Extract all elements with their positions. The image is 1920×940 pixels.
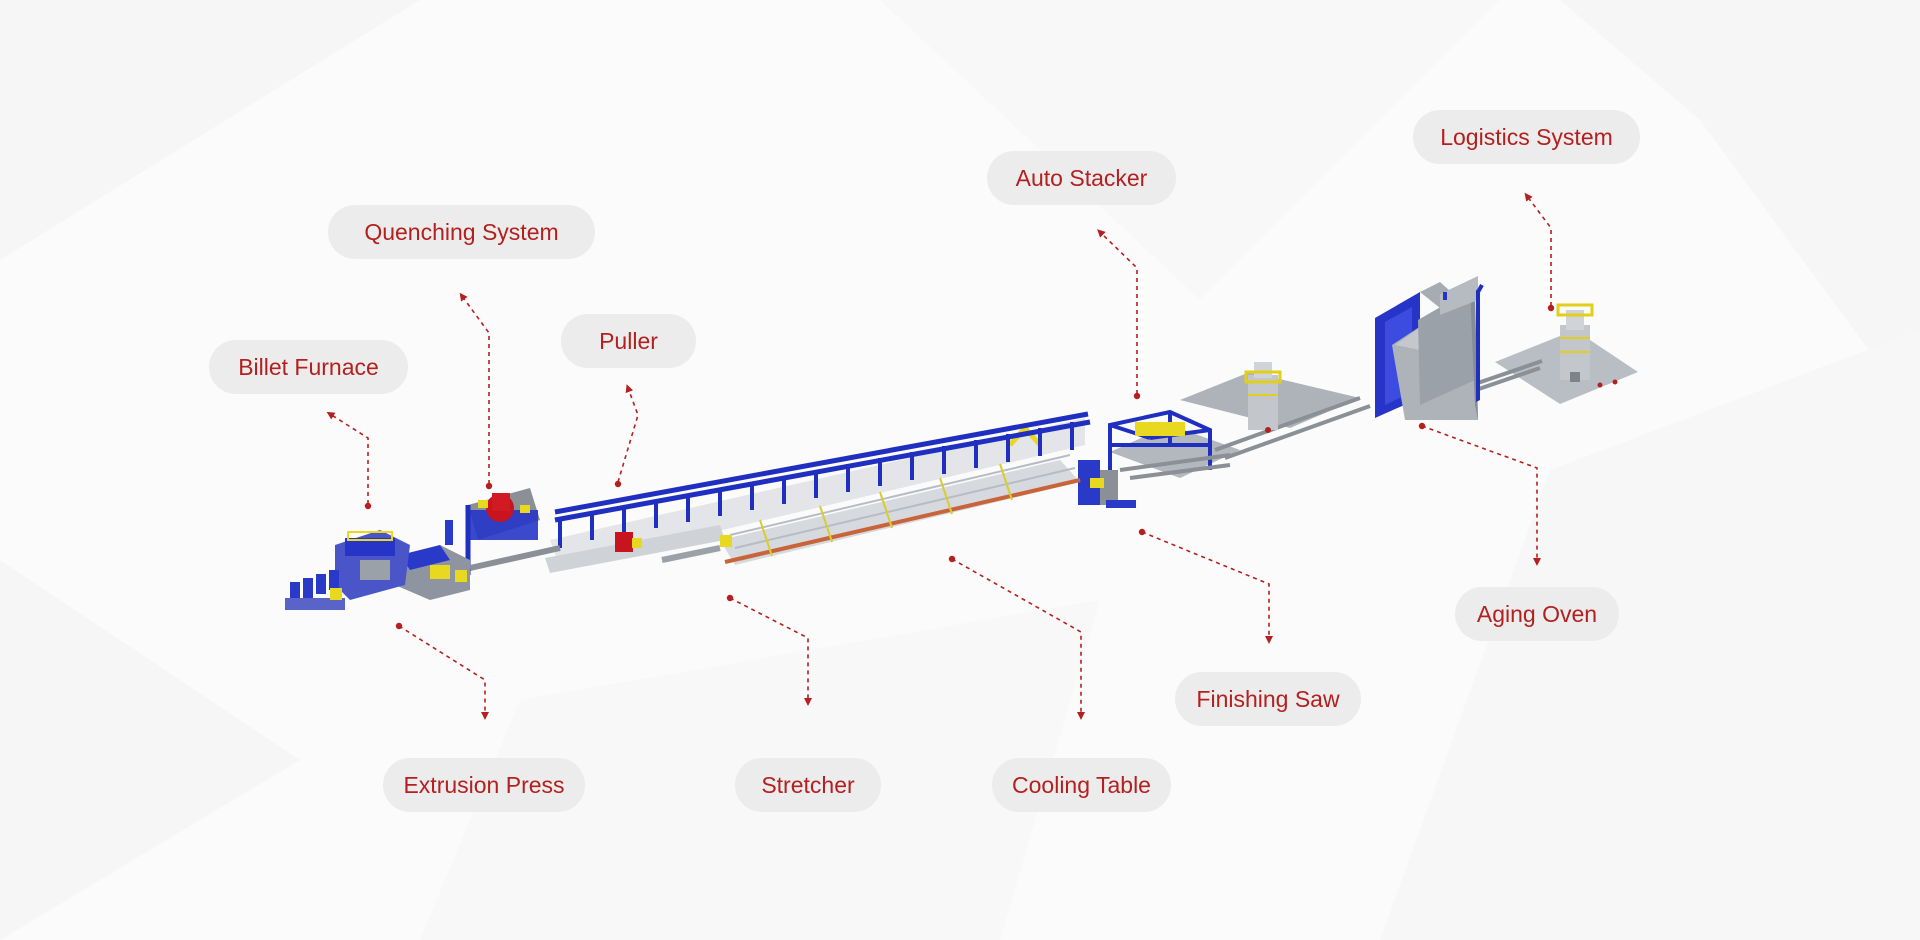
callout-leaders	[326, 192, 1552, 720]
extrusion-press	[395, 520, 561, 600]
leader-finishing-saw	[1141, 531, 1273, 644]
anchor-dot	[1418, 422, 1426, 430]
leader-billet-furnace	[326, 411, 369, 504]
anchor-dot	[1133, 392, 1141, 400]
leader-quenching-system	[459, 292, 490, 484]
leader-logistics-system	[1524, 192, 1552, 306]
label-finishing-saw[interactable]: Finishing Saw	[1175, 672, 1361, 726]
stacker-tower	[1244, 362, 1282, 433]
transfer-conveyor	[1214, 359, 1543, 460]
stacker-platform	[1110, 425, 1240, 478]
power-units	[285, 570, 345, 610]
anchor-dot	[1138, 528, 1146, 536]
billet-furnace	[335, 530, 410, 600]
leader-extrusion-press	[398, 625, 489, 720]
leader-auto-stacker	[1097, 229, 1138, 394]
leader-stretcher	[729, 597, 812, 706]
label-logistics-system[interactable]: Logistics System	[1413, 110, 1640, 164]
label-stretcher[interactable]: Stretcher	[735, 758, 881, 812]
label-auto-stacker[interactable]: Auto Stacker	[987, 151, 1176, 205]
leader-cooling-table	[951, 558, 1085, 720]
auto-stacker	[1108, 409, 1231, 480]
anchor-dot	[1547, 304, 1555, 312]
finishing-saw	[1078, 460, 1136, 508]
stretcher	[545, 525, 732, 573]
anchor-dot	[726, 594, 734, 602]
logistics-tower	[1556, 303, 1618, 388]
anchor-dot	[395, 622, 403, 630]
label-puller[interactable]: Puller	[561, 314, 696, 368]
callout-anchor-dots	[364, 304, 1555, 630]
anchor-dot	[364, 502, 372, 510]
anchor-dot	[614, 480, 622, 488]
label-extrusion-press[interactable]: Extrusion Press	[383, 758, 585, 812]
aging-oven	[1375, 276, 1484, 420]
leader-aging-oven	[1421, 425, 1541, 566]
label-billet-furnace[interactable]: Billet Furnace	[209, 340, 408, 394]
anchor-dot	[485, 482, 493, 490]
label-aging-oven[interactable]: Aging Oven	[1455, 587, 1619, 641]
extrusion-line-machinery	[285, 276, 1638, 610]
leader-puller	[617, 384, 639, 483]
puller-rail	[554, 411, 1091, 548]
anchor-dot	[948, 555, 956, 563]
label-cooling-table[interactable]: Cooling Table	[992, 758, 1171, 812]
label-quenching-system[interactable]: Quenching System	[328, 205, 595, 259]
